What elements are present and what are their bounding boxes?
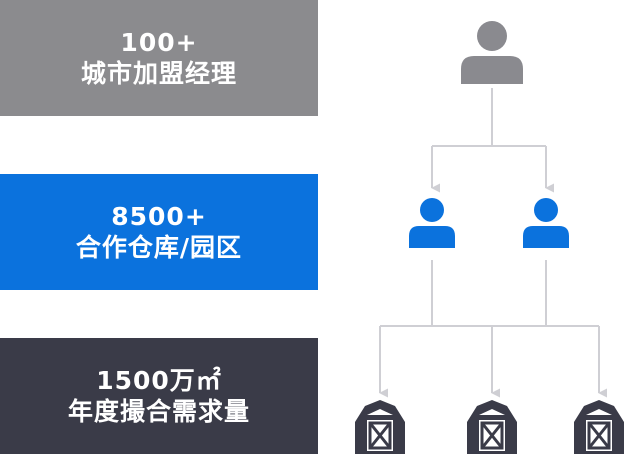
person-icon	[523, 198, 569, 248]
tier-demand-label: 年度撮合需求量	[67, 397, 250, 426]
tier-demand-box: 1500万㎡ 年度撮合需求量	[0, 338, 318, 454]
person-icon	[409, 198, 455, 248]
tier-managers-value: 100+	[120, 28, 198, 57]
tier-warehouses-value: 8500+	[111, 202, 207, 231]
connector-lines	[379, 88, 608, 398]
tier-managers-label: 城市加盟经理	[80, 59, 237, 88]
tier-managers-box: 100+ 城市加盟经理	[0, 0, 318, 116]
barn-icon	[467, 400, 517, 454]
barn-icon	[574, 400, 624, 454]
tier-demand-value: 1500万㎡	[96, 366, 222, 395]
tier-warehouses-box: 8500+ 合作仓库/园区	[0, 174, 318, 290]
tier-warehouses-label: 合作仓库/园区	[75, 233, 243, 262]
person-icon	[461, 21, 523, 84]
barn-icon	[355, 400, 405, 454]
